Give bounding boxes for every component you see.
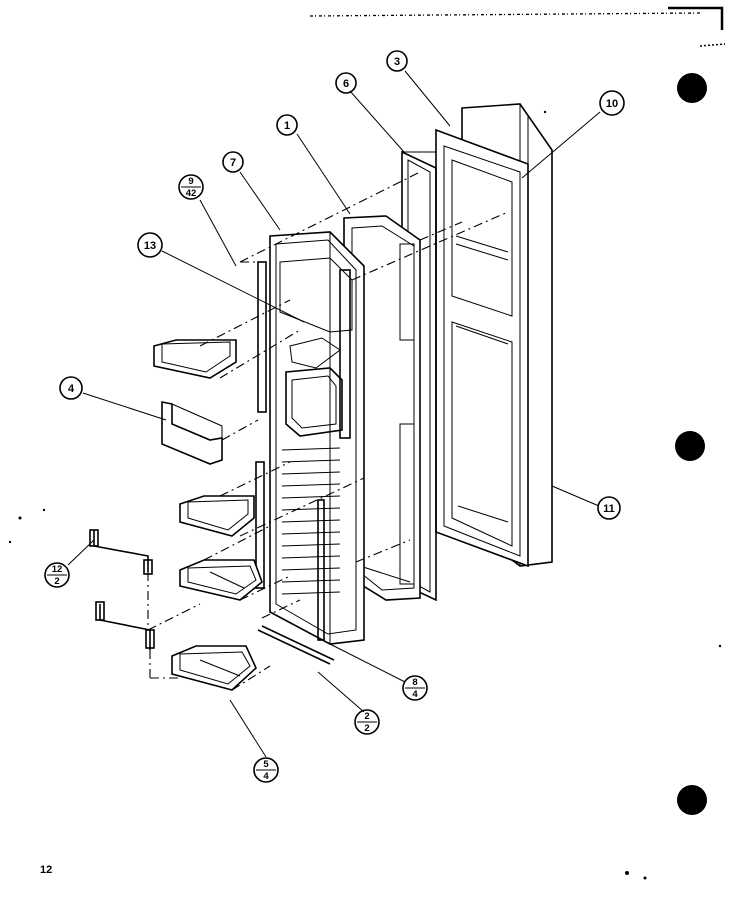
scan-specks <box>8 110 722 880</box>
fraction-top: 8 <box>412 677 417 688</box>
binder-hole <box>677 785 707 815</box>
callout-13-label: 13 <box>144 240 156 252</box>
shelf-rails <box>281 447 341 595</box>
callout-11-label: 11 <box>603 503 615 515</box>
door-bin-lower <box>179 559 263 601</box>
callout-11: 11 <box>597 496 621 520</box>
callout-1-label: 1 <box>284 120 290 132</box>
callout-10-label: 10 <box>606 98 618 110</box>
fraction-bottom: 2 <box>54 576 59 587</box>
fraction-top: 9 <box>188 176 193 187</box>
fraction-bottom: 4 <box>263 771 269 782</box>
fraction-top: 12 <box>52 564 63 575</box>
callout-3: 3 <box>386 50 408 72</box>
fraction-bottom: 2 <box>364 723 369 734</box>
callout-8-4: 8 4 <box>402 675 428 701</box>
retainer-bars <box>89 529 155 650</box>
page-number: 12 <box>40 864 53 876</box>
callout-3-label: 3 <box>394 56 400 68</box>
fraction-bottom: 4 <box>412 689 418 700</box>
door-bin-bottom <box>171 645 257 691</box>
scan-edge-marks <box>309 6 726 47</box>
dispenser-door-assembly <box>255 231 365 645</box>
callout-7: 7 <box>222 151 244 173</box>
binder-hole <box>677 73 707 103</box>
bottom-trim-strip <box>257 625 335 665</box>
fraction-top: 5 <box>263 759 269 770</box>
bin-front <box>161 401 223 465</box>
fraction-top: 2 <box>364 711 369 722</box>
callout-4-label: 4 <box>68 383 75 395</box>
callout-12-2: 12 2 <box>44 562 70 588</box>
callout-9-42: 9 42 <box>178 174 204 200</box>
callout-10: 10 <box>599 90 625 116</box>
door-bin-top <box>153 339 237 379</box>
callout-6: 6 <box>335 72 357 94</box>
binder-hole <box>675 431 705 461</box>
callout-5-4: 5 4 <box>253 757 279 783</box>
binder-holes <box>675 73 707 815</box>
callout-2-2: 2 2 <box>354 709 380 735</box>
callout-1: 1 <box>276 114 298 136</box>
callout-6-label: 6 <box>343 78 349 90</box>
door-bin-middle <box>179 495 255 537</box>
fraction-bottom: 42 <box>186 188 197 199</box>
leader-lines <box>67 70 601 758</box>
door-liner <box>435 128 529 568</box>
callout-13: 13 <box>137 232 163 258</box>
callout-7-label: 7 <box>230 157 236 169</box>
callout-4: 4 <box>59 376 83 400</box>
